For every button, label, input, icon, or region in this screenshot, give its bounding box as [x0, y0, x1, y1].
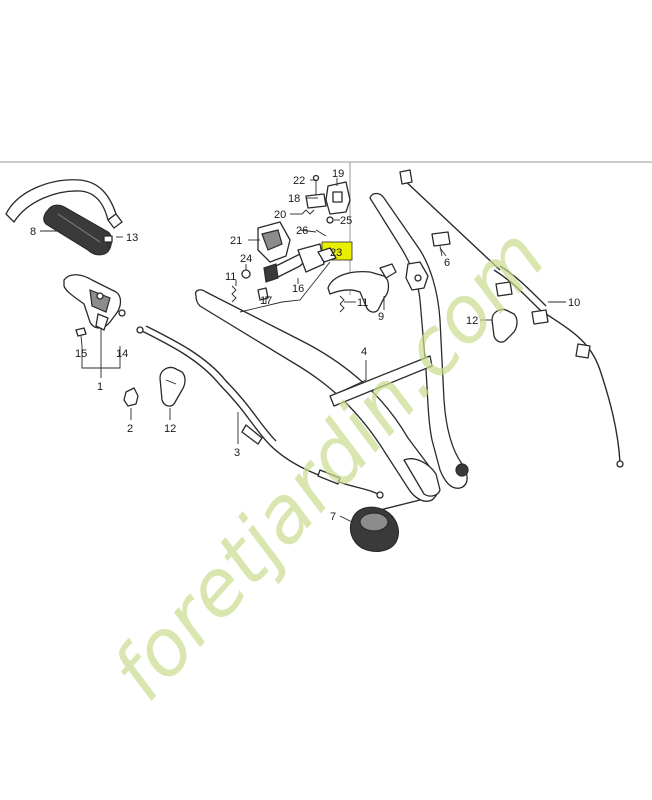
callout-20: 20 — [274, 209, 286, 221]
subassembly-leader — [239, 261, 331, 313]
part-3-cable — [136, 325, 384, 499]
part-1-throttle-lever — [63, 274, 122, 331]
callout-labels: 8 13 15 14 1 2 12 3 4 7 6 9 11 10 12 22 … — [30, 168, 580, 523]
part-17-bushing — [257, 287, 269, 301]
callout-1: 1 — [97, 381, 103, 393]
part-8-grip — [43, 204, 113, 256]
callout-14: 14 — [116, 348, 128, 360]
part-26-pin — [315, 229, 327, 237]
part-2-clip — [123, 387, 139, 407]
callout-22: 22 — [293, 175, 305, 187]
part-23-linkage — [317, 241, 353, 263]
callout-13: 13 — [126, 232, 138, 244]
part-4-handle-frame — [194, 192, 469, 502]
callout-4: 4 — [361, 346, 367, 358]
callout-11-right: 11 — [357, 297, 368, 309]
callout-2: 2 — [127, 423, 133, 435]
callout-15: 15 — [75, 348, 87, 360]
part-19-bracket — [325, 181, 351, 215]
callout-18: 18 — [288, 193, 300, 205]
part-7-knob — [349, 499, 421, 552]
part-15-bolt — [75, 327, 87, 347]
callout-19: 19 — [332, 168, 344, 180]
part-11-spring-right — [339, 295, 345, 313]
callout-16: 16 — [292, 283, 304, 295]
callout-7: 7 — [330, 511, 336, 523]
part-14-screw — [118, 309, 126, 317]
callout-23: 23 — [330, 247, 342, 259]
part-11-spring-left — [231, 285, 237, 303]
callout-17: 17 — [260, 295, 272, 307]
part-12-clip-right — [491, 308, 518, 343]
callout-21: 21 — [230, 235, 242, 247]
part-18-block — [305, 193, 327, 209]
part-9-lever — [327, 263, 397, 313]
callout-8: 8 — [30, 226, 36, 238]
handlebar-upper — [5, 179, 123, 229]
part-12-clip-left — [159, 366, 186, 407]
callout-11-left: 11 — [225, 271, 236, 283]
part-24-washer — [241, 269, 251, 279]
part-21-housing — [257, 221, 291, 263]
callout-24: 24 — [240, 253, 252, 265]
callout-9: 9 — [378, 311, 384, 323]
callout-6: 6 — [444, 257, 450, 269]
part-20-spring — [301, 209, 315, 215]
callout-25: 25 — [340, 215, 352, 227]
part-13-bolt — [103, 235, 113, 248]
callout-12-left: 12 — [164, 423, 176, 435]
part-6-cable-end — [399, 169, 501, 271]
callout-12-right: 12 — [466, 315, 478, 327]
part-10-cable — [493, 265, 624, 468]
part-16-lever-arm — [263, 243, 325, 283]
leader-lines — [40, 178, 566, 523]
callout-3: 3 — [234, 447, 240, 459]
callout-10: 10 — [568, 297, 580, 309]
part-22-bolt — [312, 174, 320, 196]
part-25-nut — [326, 216, 334, 224]
frame-bracket — [405, 261, 429, 291]
callout-26: 26 — [296, 225, 308, 237]
